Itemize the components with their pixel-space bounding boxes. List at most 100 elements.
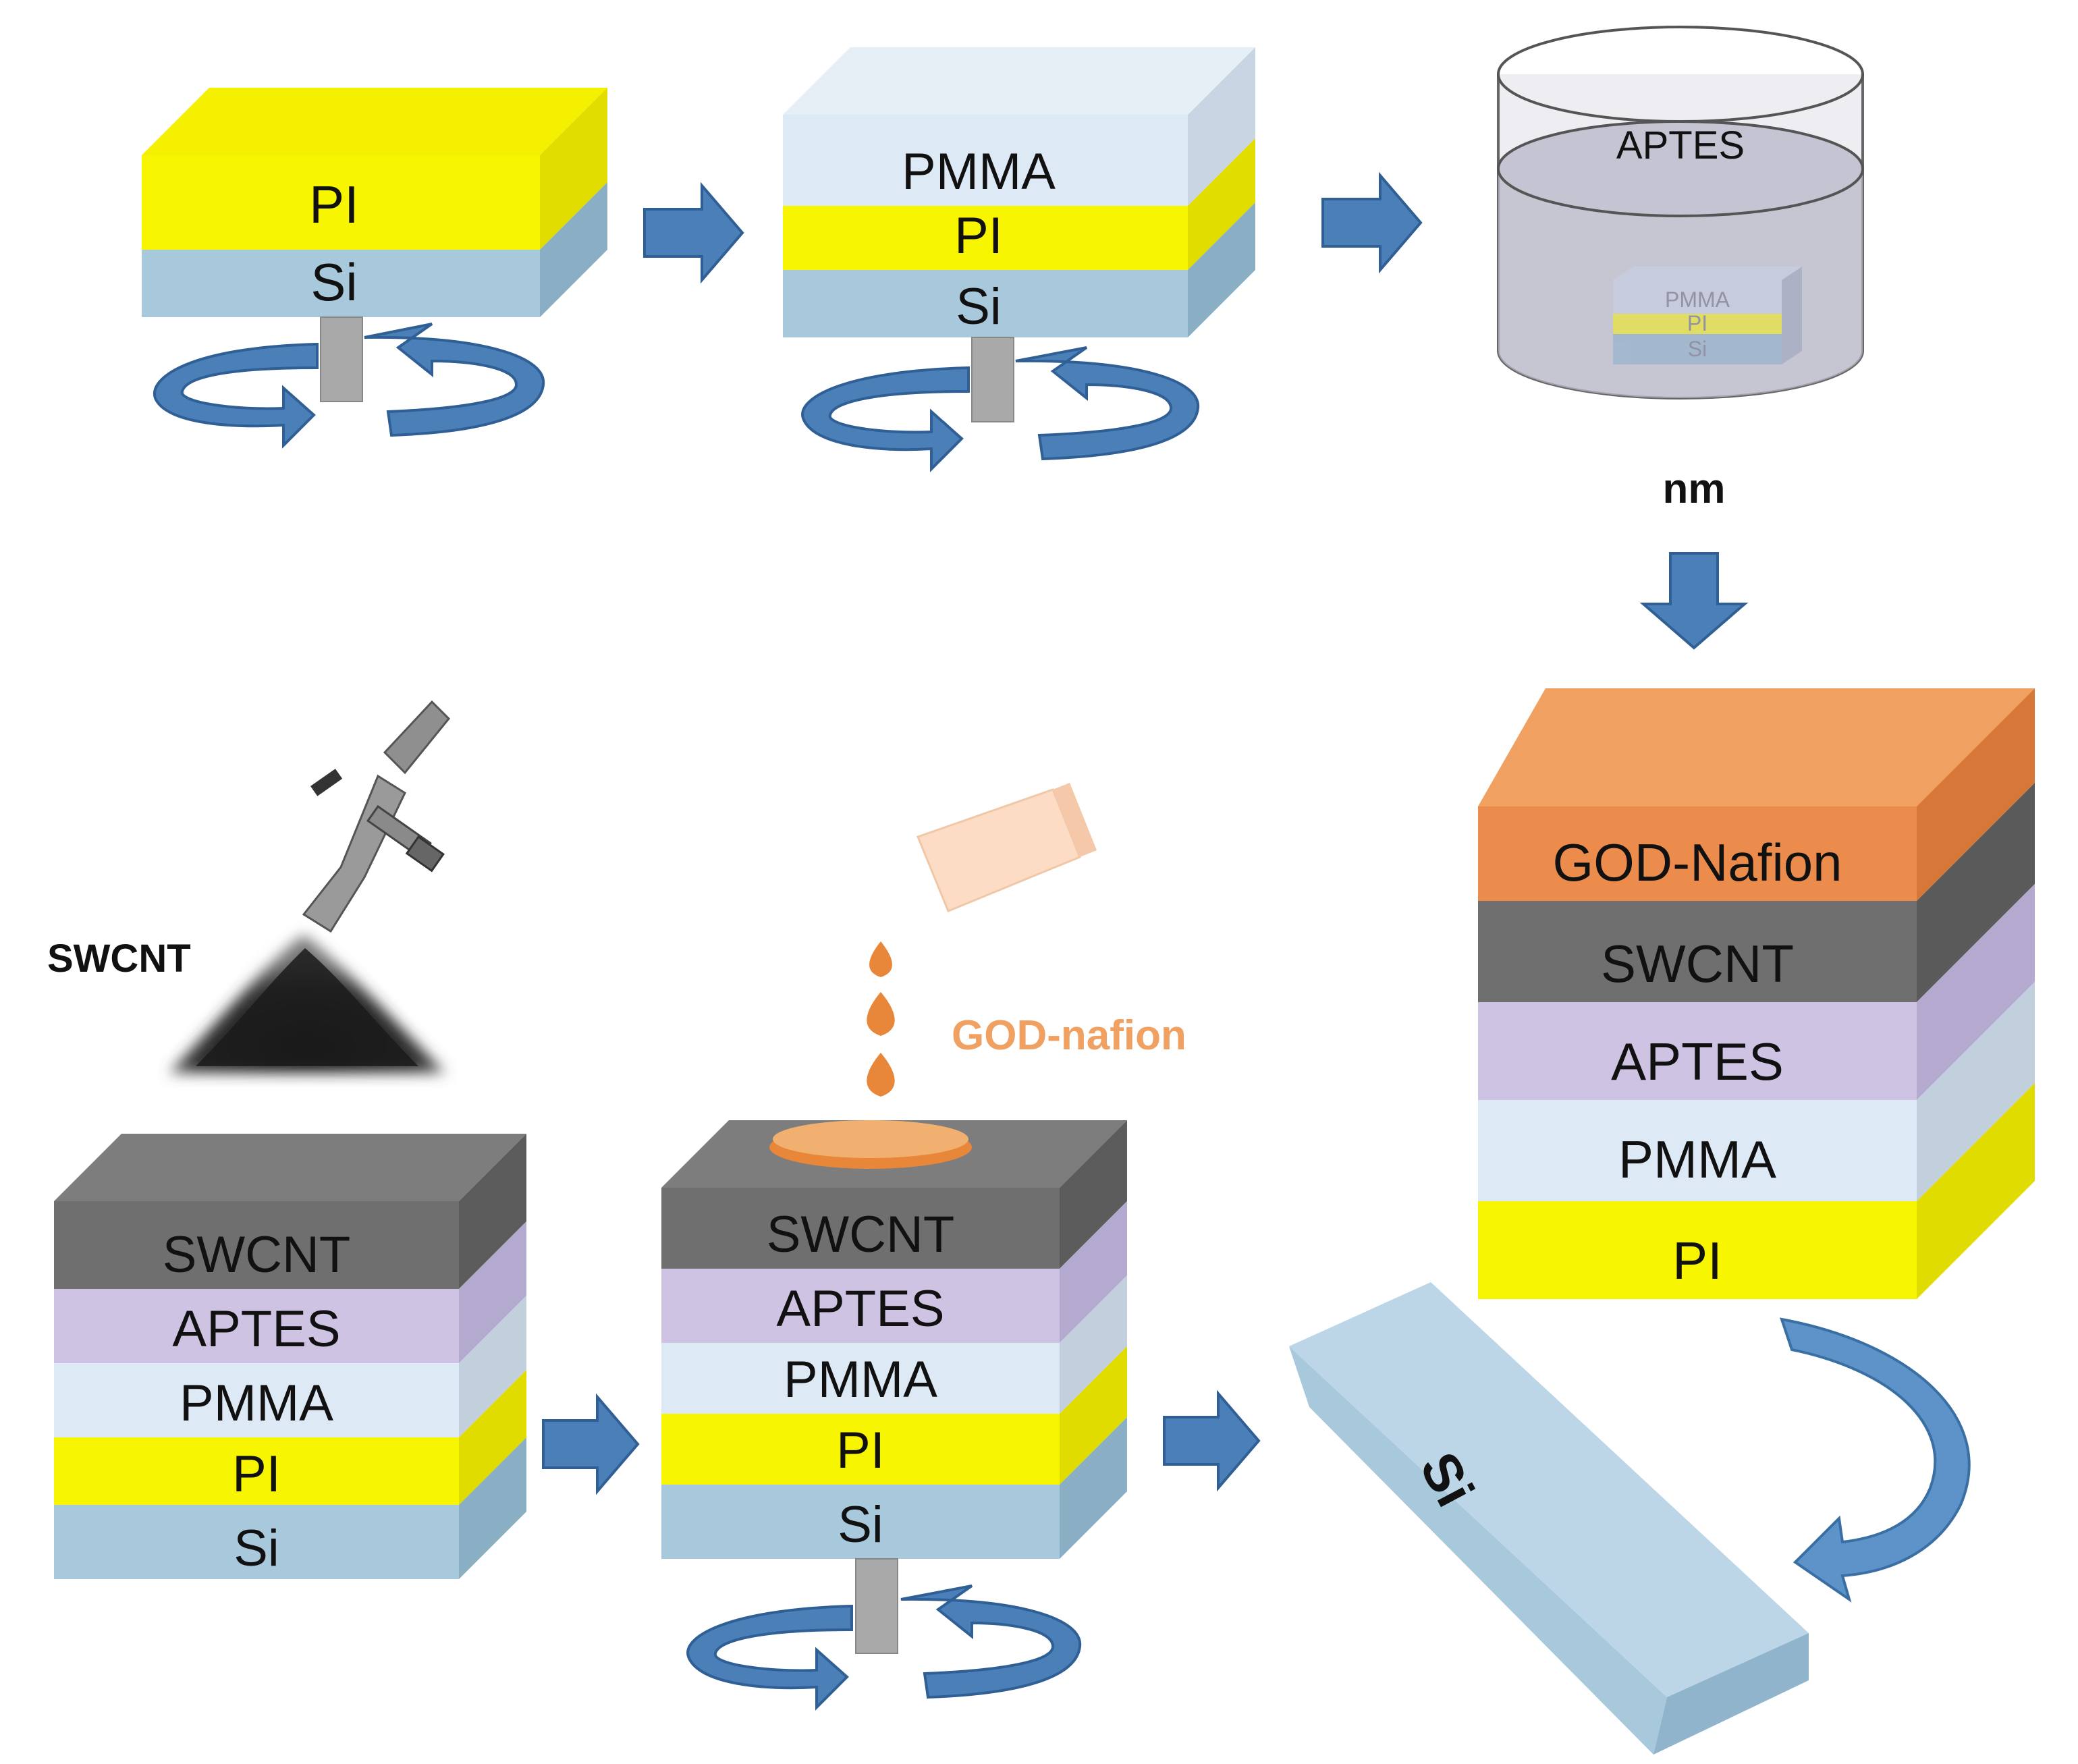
step6-label-aptes: APTES	[1611, 1032, 1784, 1091]
step4-side-aptes	[459, 1221, 526, 1363]
process-arrow-icon	[1639, 552, 1749, 650]
process-arrow-icon	[542, 1393, 640, 1495]
step4-layer-pi	[54, 1437, 459, 1505]
step6-layer-swcnt	[1478, 901, 1917, 1002]
curved-transfer-arrow-icon	[1780, 1317, 1971, 1603]
step5-side-pmma	[1060, 1275, 1127, 1414]
step5-spindle	[855, 1558, 898, 1654]
step4-layer-pmma	[54, 1363, 459, 1437]
droplet-icon	[867, 941, 895, 1097]
step2-spindle	[971, 337, 1014, 422]
step5-layer-swcnt	[661, 1188, 1060, 1269]
powder-core	[196, 948, 418, 1066]
step5-side-si	[1060, 1417, 1127, 1559]
step6-side-aptes	[1917, 884, 2035, 1100]
step4-label-pmma: PMMA	[180, 1375, 333, 1432]
beaker-rim	[1497, 26, 1864, 123]
rotation-arrow-icon	[801, 346, 1200, 472]
step2-layer-pi	[783, 206, 1188, 270]
step4-side-si	[459, 1437, 526, 1579]
step5-god-nafion-casting: GOD-nafion SWCNT APTES PMMA PI Si	[661, 783, 1186, 1711]
step2-label-pi: PI	[954, 207, 1003, 265]
step5-label-aptes: APTES	[776, 1280, 944, 1338]
sample-label-pmma: PMMA	[1665, 287, 1730, 312]
step2-label-pmma: PMMA	[902, 143, 1056, 200]
god-nafion-drop-label: GOD-nafion	[952, 1012, 1186, 1059]
rotation-arrow-icon	[686, 1584, 1082, 1711]
step6-side-pi	[1917, 1083, 2035, 1299]
step5-layer-pmma	[661, 1343, 1060, 1414]
pipette-icon	[917, 788, 1081, 912]
step4-label-si: Si	[234, 1520, 279, 1577]
step4-side-pmma	[459, 1296, 526, 1437]
step5-layer-pi	[661, 1414, 1060, 1485]
step6-label-pi: PI	[1672, 1231, 1722, 1290]
step5-side-pi	[1060, 1346, 1127, 1485]
spray-gun-icon	[302, 700, 451, 933]
step6-layer-pi	[1478, 1201, 1917, 1299]
step6-layer-pmma	[1478, 1100, 1917, 1201]
step3-aptes-bath: APTES PMMA PI Si nm	[1497, 26, 1864, 512]
rotation-arrow-icon	[153, 323, 545, 449]
swcnt-powder-label: SWCNT	[47, 937, 191, 981]
step2-layer-pmma	[783, 115, 1188, 206]
step6-layer-god-nafion	[1478, 806, 1917, 901]
step2-layer-si	[783, 270, 1188, 337]
step6-label-pmma: PMMA	[1618, 1130, 1776, 1189]
step2-side-pi	[1188, 138, 1255, 270]
step4-label-aptes: APTES	[172, 1300, 340, 1358]
step6-label-god-nafion: GOD-Nafion	[1552, 833, 1842, 892]
step1-stack: PI Si	[142, 88, 607, 449]
si-side-face	[1653, 1633, 1809, 1755]
step4-side-pi	[459, 1370, 526, 1505]
step6-top-face-fill	[1478, 688, 2035, 806]
step4-label-pi: PI	[232, 1445, 281, 1503]
step5-side-aptes	[1060, 1201, 1127, 1343]
bath-label-aptes: APTES	[1616, 123, 1745, 167]
step1-side-pi	[540, 88, 607, 250]
step5-label-pi: PI	[836, 1422, 885, 1479]
step1-label-pi: PI	[309, 175, 359, 234]
step1-side-si	[540, 182, 607, 317]
step6-label-swcnt: SWCNT	[1601, 934, 1794, 993]
step1-layer-pi	[142, 155, 540, 250]
step1-label-si: Si	[310, 252, 357, 312]
step5-label-si: Si	[838, 1496, 883, 1553]
step6-layer-aptes	[1478, 1002, 1917, 1100]
si-top-face	[1289, 1282, 1809, 1697]
step5-layer-si	[661, 1485, 1060, 1559]
process-arrow-icon	[643, 182, 744, 284]
sample-label-pi: PI	[1687, 311, 1707, 335]
step2-stack: PMMA PI Si	[783, 47, 1255, 472]
si-substrate-block: Si	[1289, 1282, 1809, 1755]
step2-label-si: Si	[956, 278, 1002, 335]
step4-swcnt-deposition: SWCNT SWCNT APTES PMMA PI Si	[47, 700, 526, 1579]
process-arrow-icon	[1163, 1389, 1261, 1492]
step1-layer-si	[142, 250, 540, 317]
step4-layer-si	[54, 1505, 459, 1579]
step2-side-pmma	[1188, 47, 1255, 206]
pipette-end	[1053, 783, 1097, 857]
step1-top-face	[142, 88, 607, 155]
immersed-sample: PMMA PI Si	[1613, 267, 1802, 364]
step5-label-swcnt: SWCNT	[767, 1206, 955, 1263]
step4-layer-aptes	[54, 1289, 459, 1363]
step5-label-pmma: PMMA	[784, 1351, 937, 1408]
sample-label-si: Si	[1688, 337, 1707, 361]
step4-side-swcnt	[459, 1134, 526, 1289]
process-arrow-icon	[1321, 171, 1423, 274]
step5-side-swcnt	[1060, 1120, 1127, 1269]
step2-side-si	[1188, 202, 1255, 337]
step3-caption: nm	[1663, 466, 1726, 512]
step6-side-god	[1917, 688, 2035, 901]
step4-top-face	[54, 1134, 526, 1201]
step6-side-pmma	[1917, 982, 2035, 1201]
step5-layer-aptes	[661, 1269, 1060, 1343]
step6-side-swcnt	[1917, 783, 2035, 1002]
god-film	[773, 1120, 968, 1158]
si-front-face	[1289, 1346, 1667, 1755]
step4-layer-swcnt	[54, 1201, 459, 1289]
step6-stack: GOD-Nafion SWCNT APTES PMMA PI	[1478, 688, 2035, 1299]
step4-label-swcnt: SWCNT	[163, 1226, 351, 1284]
